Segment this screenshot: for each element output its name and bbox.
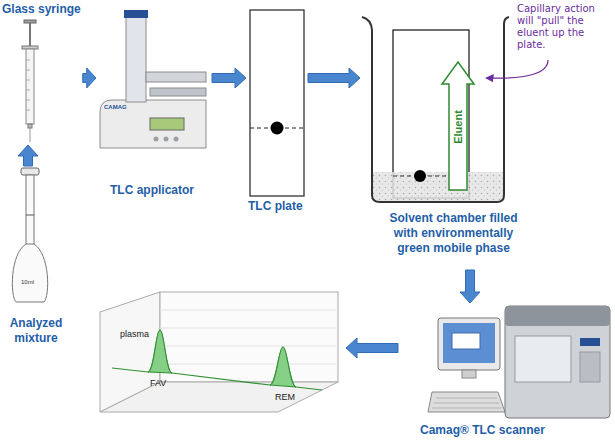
brand-label: CAMAG [104,104,127,111]
flask-bulb [12,244,47,302]
scanner-drawing [428,306,610,418]
flask-neck [26,175,34,245]
applicator-button [164,137,169,142]
monitor [438,318,500,370]
chart-back-wall [160,292,338,382]
flow-arrow [308,68,360,88]
sample-spot [271,122,284,135]
flow-arrow [212,68,246,88]
flow-arrow [346,338,398,358]
densitogram-trace [112,330,322,390]
plunger-rod [29,23,31,48]
chart-grid [160,310,338,364]
beaker-outline [362,17,509,202]
step-caption: TLC plate [248,199,303,214]
flow-arrow [18,145,38,166]
syringe-needle [30,128,31,142]
scanner-badge [580,338,600,346]
scanner-panel [580,352,600,382]
flask-stopper [21,168,39,175]
keyboard [428,392,505,412]
chart-floor [100,382,338,412]
peak [270,347,296,387]
step-box: Camag® TLC scanner [398,303,613,440]
step-caption: Solvent chamber filled with environmenta… [376,211,531,256]
syringe-ticks [26,60,30,110]
tlc-plate-drawing [250,10,304,196]
step-box: Glass syringe [2,2,83,145]
peak [148,330,172,373]
step-caption: TLC applicator [110,183,194,198]
flask-marking: 10ml [21,279,34,286]
monitor-stand [462,370,476,378]
scanner-body [505,306,610,418]
applicator-drawing [100,10,206,148]
callout-note: Capillary action will "pull" the eluent … [517,3,611,51]
densitogram-drawing [100,292,338,412]
syringe-barrel [26,49,34,124]
fill-mark [26,215,34,216]
chamber-drawing [362,17,548,202]
applicator-arm [146,72,206,82]
step-box: TLC applicator [96,5,212,200]
mobile-phase [373,172,503,201]
keyboard-keys [432,398,501,408]
step-caption: Glass syringe [2,2,81,17]
scanner-door [515,336,571,382]
flow-arrow [83,68,96,88]
step-caption: Analyzed mixture [0,316,72,346]
peak-label: REM [275,392,295,403]
callout-leader [486,60,548,78]
applicator-tower [126,14,146,102]
eluent-arrow [442,62,474,190]
step-box: Solvent chamber filled with environmenta… [360,8,545,270]
step-box: TLC plate [246,8,308,218]
flow-arrow [460,270,480,303]
sample-spot [414,170,426,182]
scanner-top [505,306,610,326]
peak-label: plasma [120,329,149,340]
applicator-top [124,10,148,18]
syringe-drawing [22,20,38,142]
monitor-screen [443,323,495,363]
step-caption: Camag® TLC scanner [420,423,545,438]
eluent-label: Eluent [451,109,465,145]
plate-holder [150,88,206,96]
applicator-button [174,137,179,142]
chart-box: plasmaFAV REM [88,283,346,440]
screen-window [452,333,480,349]
peak-label: FAV [150,378,166,389]
plate-outline [250,10,304,196]
step-box: Analyzed mixture [0,166,74,361]
applicator-display [150,118,184,130]
applicator-base [100,100,206,148]
flask-drawing [12,168,47,302]
syringe-tip [28,124,32,128]
plunger-cap [24,20,36,23]
applicator-button [154,137,159,142]
